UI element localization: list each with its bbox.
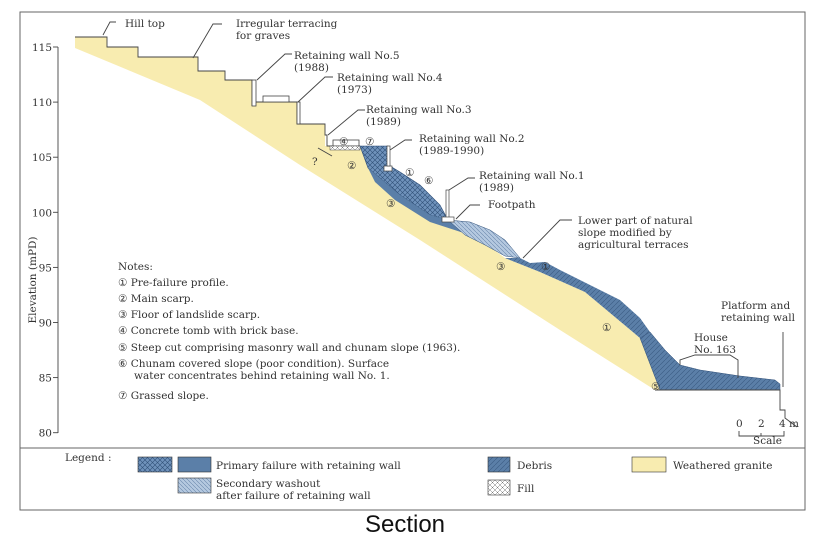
scale-tick-4: 4 m (779, 418, 799, 430)
legend-swatch-primary (177, 456, 212, 473)
marker-3a: ③ (386, 198, 396, 210)
house-163 (679, 354, 739, 378)
legend-swatch-debris (487, 456, 511, 473)
legend-swatch-primary-hatched (137, 456, 173, 473)
note-item: ④ Concrete tomb with brick base. (118, 325, 299, 337)
caption: Section (365, 511, 445, 538)
note-item: water concentrates behind retaining wall… (134, 370, 390, 382)
scale-label: Scale (753, 435, 782, 447)
legend-granite-label: Weathered granite (673, 460, 772, 472)
label-rw3: Retaining wall No.3 (366, 104, 472, 116)
retaining-wall-5 (251, 79, 257, 107)
scale-bar: 0 2 4 m Scale (736, 418, 799, 447)
platform-retaining-wall (655, 389, 798, 428)
label-lower-slope-3: agricultural terraces (578, 239, 689, 251)
label-terracing: Irregular terracing (236, 18, 338, 30)
note-item: ③ Floor of landslide scarp. (118, 309, 260, 321)
note-item: ② Main scarp. (118, 293, 194, 305)
leader-lines (102, 21, 784, 387)
label-rw5: Retaining wall No.5 (294, 50, 400, 62)
note-item: ⑤ Steep cut comprising masonry wall and … (118, 342, 460, 354)
legend-fill-label: Fill (517, 483, 535, 495)
label-lower-slope-2: slope modified by (578, 227, 672, 239)
label-rw4: Retaining wall No.4 (337, 72, 443, 84)
label-platform-2: retaining wall (721, 312, 796, 324)
label-rw1-year: (1989) (479, 182, 514, 194)
note-item: ① Pre-failure profile. (118, 277, 229, 289)
legend-title: Legend : (65, 452, 111, 464)
label-house: House (694, 332, 728, 344)
marker-2: ② (347, 160, 357, 172)
scale-tick-0: 0 (736, 418, 743, 430)
retaining-wall-2-base (383, 165, 393, 172)
y-tick-label: 105 (32, 152, 52, 164)
marker-3b: ③ (496, 261, 506, 273)
retaining-wall-4 (296, 101, 301, 125)
brick-base-fill (329, 145, 361, 151)
legend-primary-label: Primary failure with retaining wall (216, 460, 401, 472)
marker-1b: ① (541, 261, 551, 273)
label-rw5-year: (1988) (294, 62, 329, 74)
annotations: Hill top Irregular terracing for graves … (125, 18, 796, 393)
label-footpath: Footpath (488, 199, 536, 211)
weathered-granite-region (75, 37, 660, 390)
label-rw3-year: (1989) (366, 116, 401, 128)
label-platform: Platform and (721, 300, 790, 312)
y-tick-label: 85 (39, 373, 52, 385)
tomb (262, 95, 290, 103)
frame (19, 11, 806, 511)
notes: Notes: ① Pre-failure profile. ② Main scar… (118, 261, 460, 402)
label-question: ? (312, 156, 318, 168)
label-rw2-year: (1989-1990) (419, 145, 484, 157)
retaining-wall-2 (386, 145, 391, 167)
marker-1c: ① (602, 322, 612, 334)
legend: Legend : Primary failure with retaining … (65, 452, 772, 502)
retaining-wall-1 (445, 189, 450, 219)
legend-debris-label: Debris (517, 460, 552, 472)
y-tick-label: 110 (32, 97, 52, 109)
marker-1a: ① (405, 167, 415, 179)
marker-7: ⑦ (365, 136, 375, 148)
legend-secondary-label-2: after failure of retaining wall (216, 490, 371, 502)
retaining-wall-1-base (441, 216, 455, 223)
marker-5: ⑤ (651, 381, 661, 393)
legend-swatch-granite (631, 456, 667, 473)
marker-6: ⑥ (424, 175, 434, 187)
scale-tick-2: 2 (758, 418, 765, 430)
legend-swatch-fill (487, 479, 511, 496)
label-rw4-year: (1973) (337, 84, 372, 96)
label-house-2: No. 163 (694, 344, 736, 356)
label-lower-slope: Lower part of natural (578, 215, 693, 227)
debris-upper (505, 258, 650, 338)
notes-title: Notes: (118, 261, 153, 273)
legend-swatch-secondary (177, 477, 212, 494)
marker-4: ④ (339, 136, 349, 148)
y-tick-label: 80 (39, 428, 52, 440)
y-axis-label: Elevation (mPD) (27, 236, 39, 323)
y-tick-label: 115 (32, 42, 52, 54)
y-axis: 115 110 105 100 95 90 85 80 Elevation (mPD) (27, 42, 59, 440)
y-tick-label: 95 (39, 262, 52, 274)
y-tick-label: 90 (39, 318, 52, 330)
note-item: ⑥ Chunam covered slope (poor condition).… (118, 358, 389, 370)
label-terracing-2: for graves (236, 30, 290, 42)
legend-secondary-label: Secondary washout (216, 478, 321, 490)
note-item: ⑦ Grassed slope. (118, 390, 209, 402)
label-rw1: Retaining wall No.1 (479, 170, 585, 182)
y-tick-label: 100 (32, 207, 52, 219)
label-hill-top: Hill top (125, 18, 165, 30)
label-rw2: Retaining wall No.2 (419, 133, 525, 145)
